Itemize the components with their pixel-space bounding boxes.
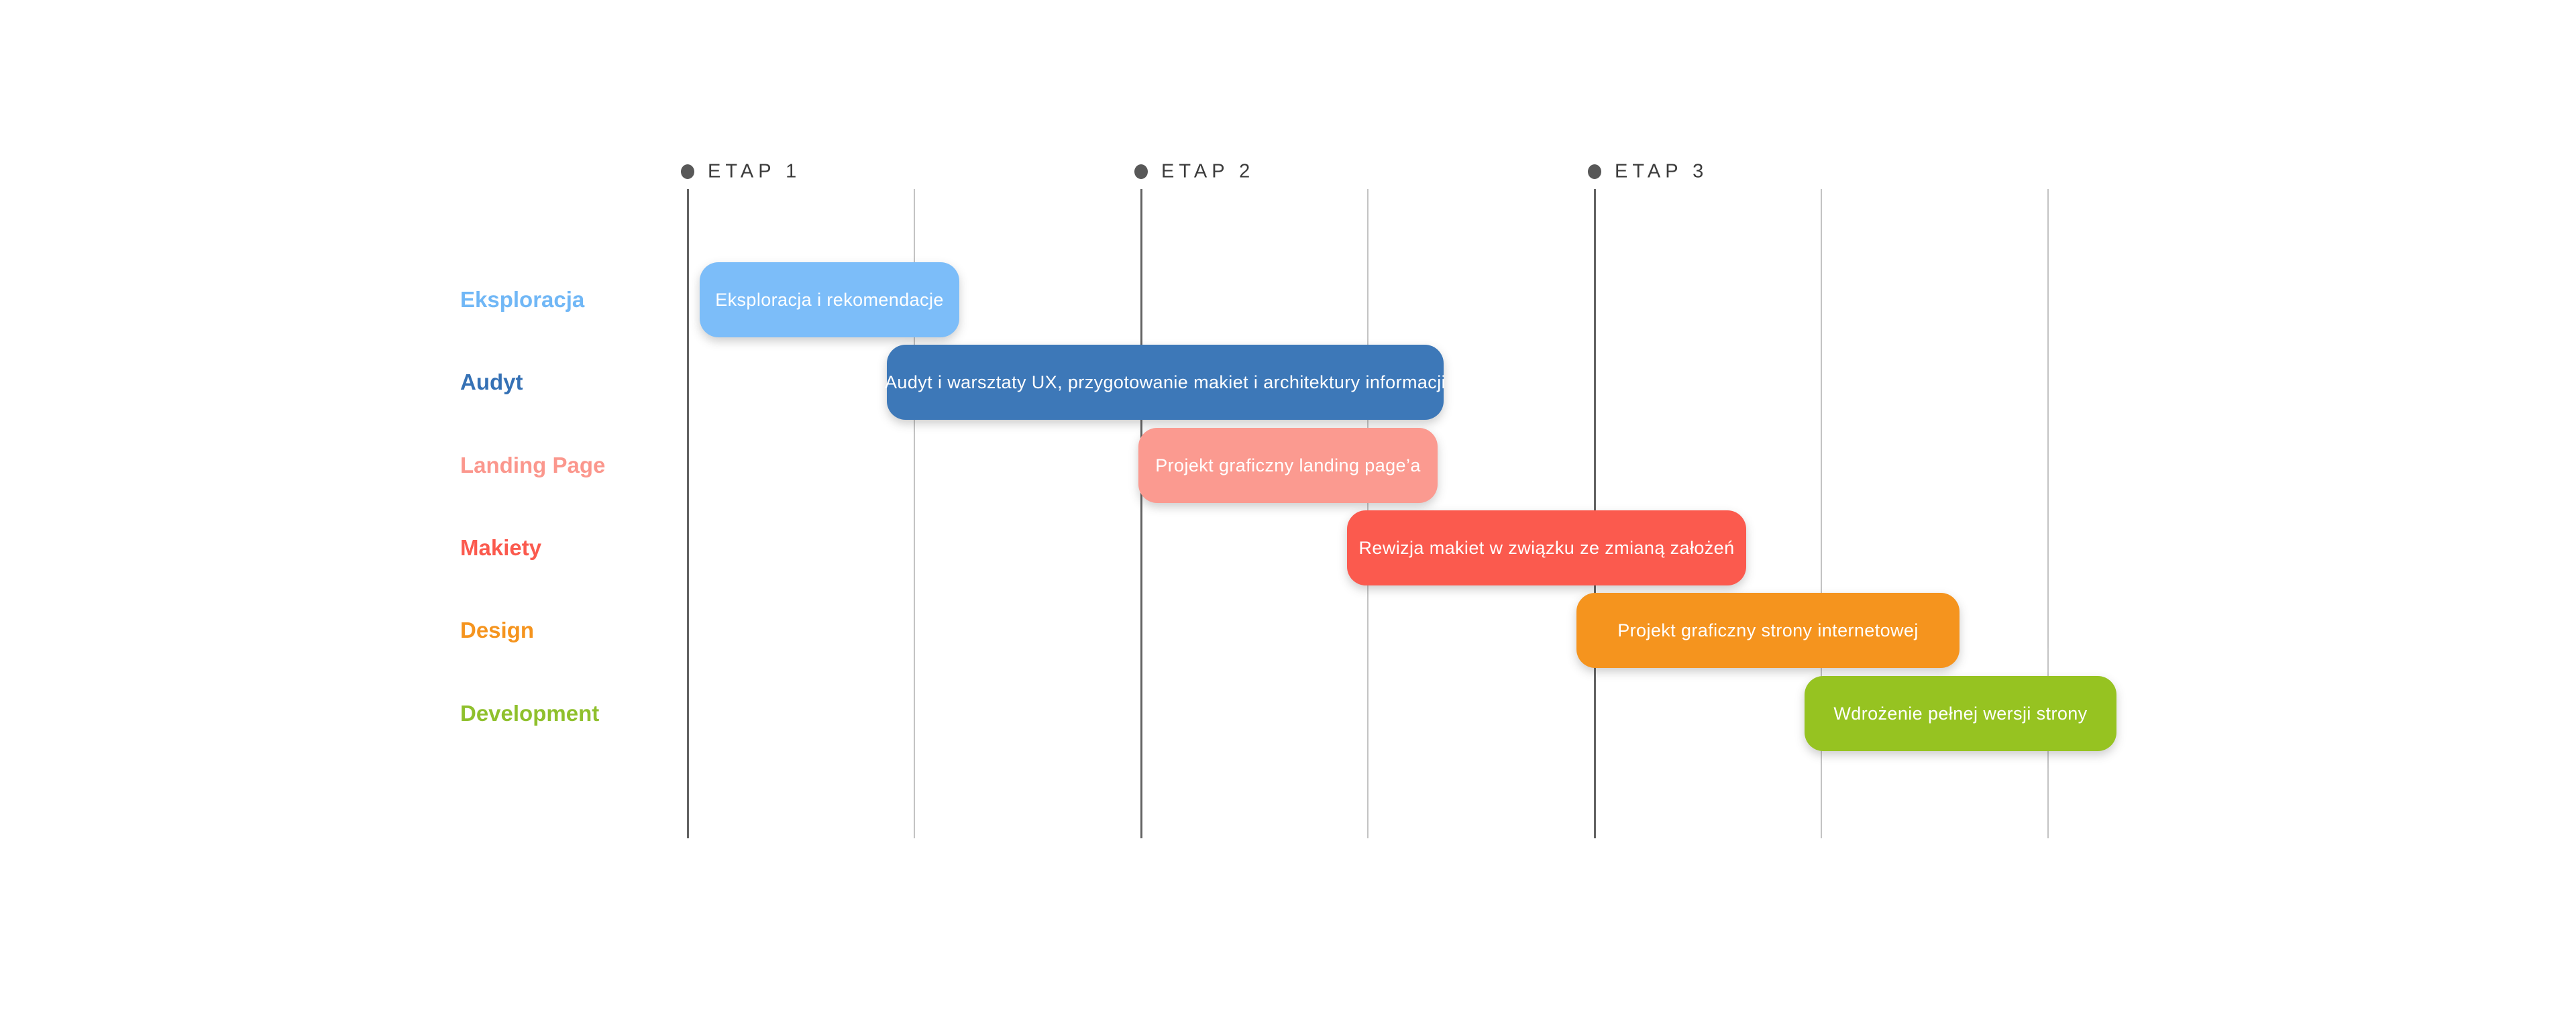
milestone-label: ETAP 2 <box>1161 160 1255 182</box>
gridline <box>1821 189 1822 838</box>
gridline <box>914 189 915 838</box>
milestone-dot <box>681 164 694 179</box>
milestone-label: ETAP 1 <box>708 160 802 182</box>
task-bar-label: Wdrożenie pełnej wersji strony <box>1833 703 2088 724</box>
gridline <box>2047 189 2049 838</box>
task-bar: Rewizja makiet w związku ze zmianą założ… <box>1347 510 1746 585</box>
task-bar: Projekt graficzny landing page’a <box>1138 428 1438 503</box>
milestone-gridline <box>686 189 689 838</box>
task-bar: Eksploracja i rekomendacje <box>700 262 959 337</box>
milestone-dot <box>1134 164 1148 179</box>
milestone-gridline <box>1140 189 1142 838</box>
task-bar-label: Rewizja makiet w związku ze zmianą założ… <box>1358 537 1735 558</box>
task-bar-label: Eksploracja i rekomendacje <box>715 289 944 310</box>
task-bar: Projekt graficzny strony internetowej <box>1576 593 1960 668</box>
milestone-dot <box>1588 164 1601 179</box>
row-label: Design <box>460 618 535 642</box>
task-bar-label: Projekt graficzny strony internetowej <box>1617 620 1919 640</box>
task-bar-label: Projekt graficzny landing page’a <box>1155 455 1421 475</box>
milestone-label: ETAP 3 <box>1615 160 1709 182</box>
row-label: Landing Page <box>460 453 606 477</box>
row-label: Eksploracja <box>460 287 585 312</box>
row-label: Audyt <box>460 370 523 394</box>
row-label: Makiety <box>460 535 542 560</box>
task-bar: Audyt i warsztaty UX, przygotowanie maki… <box>885 345 1446 420</box>
row-label: Development <box>460 701 600 726</box>
task-bar: Wdrożenie pełnej wersji strony <box>1805 676 2116 751</box>
task-bar-label: Audyt i warsztaty UX, przygotowanie maki… <box>885 372 1446 392</box>
